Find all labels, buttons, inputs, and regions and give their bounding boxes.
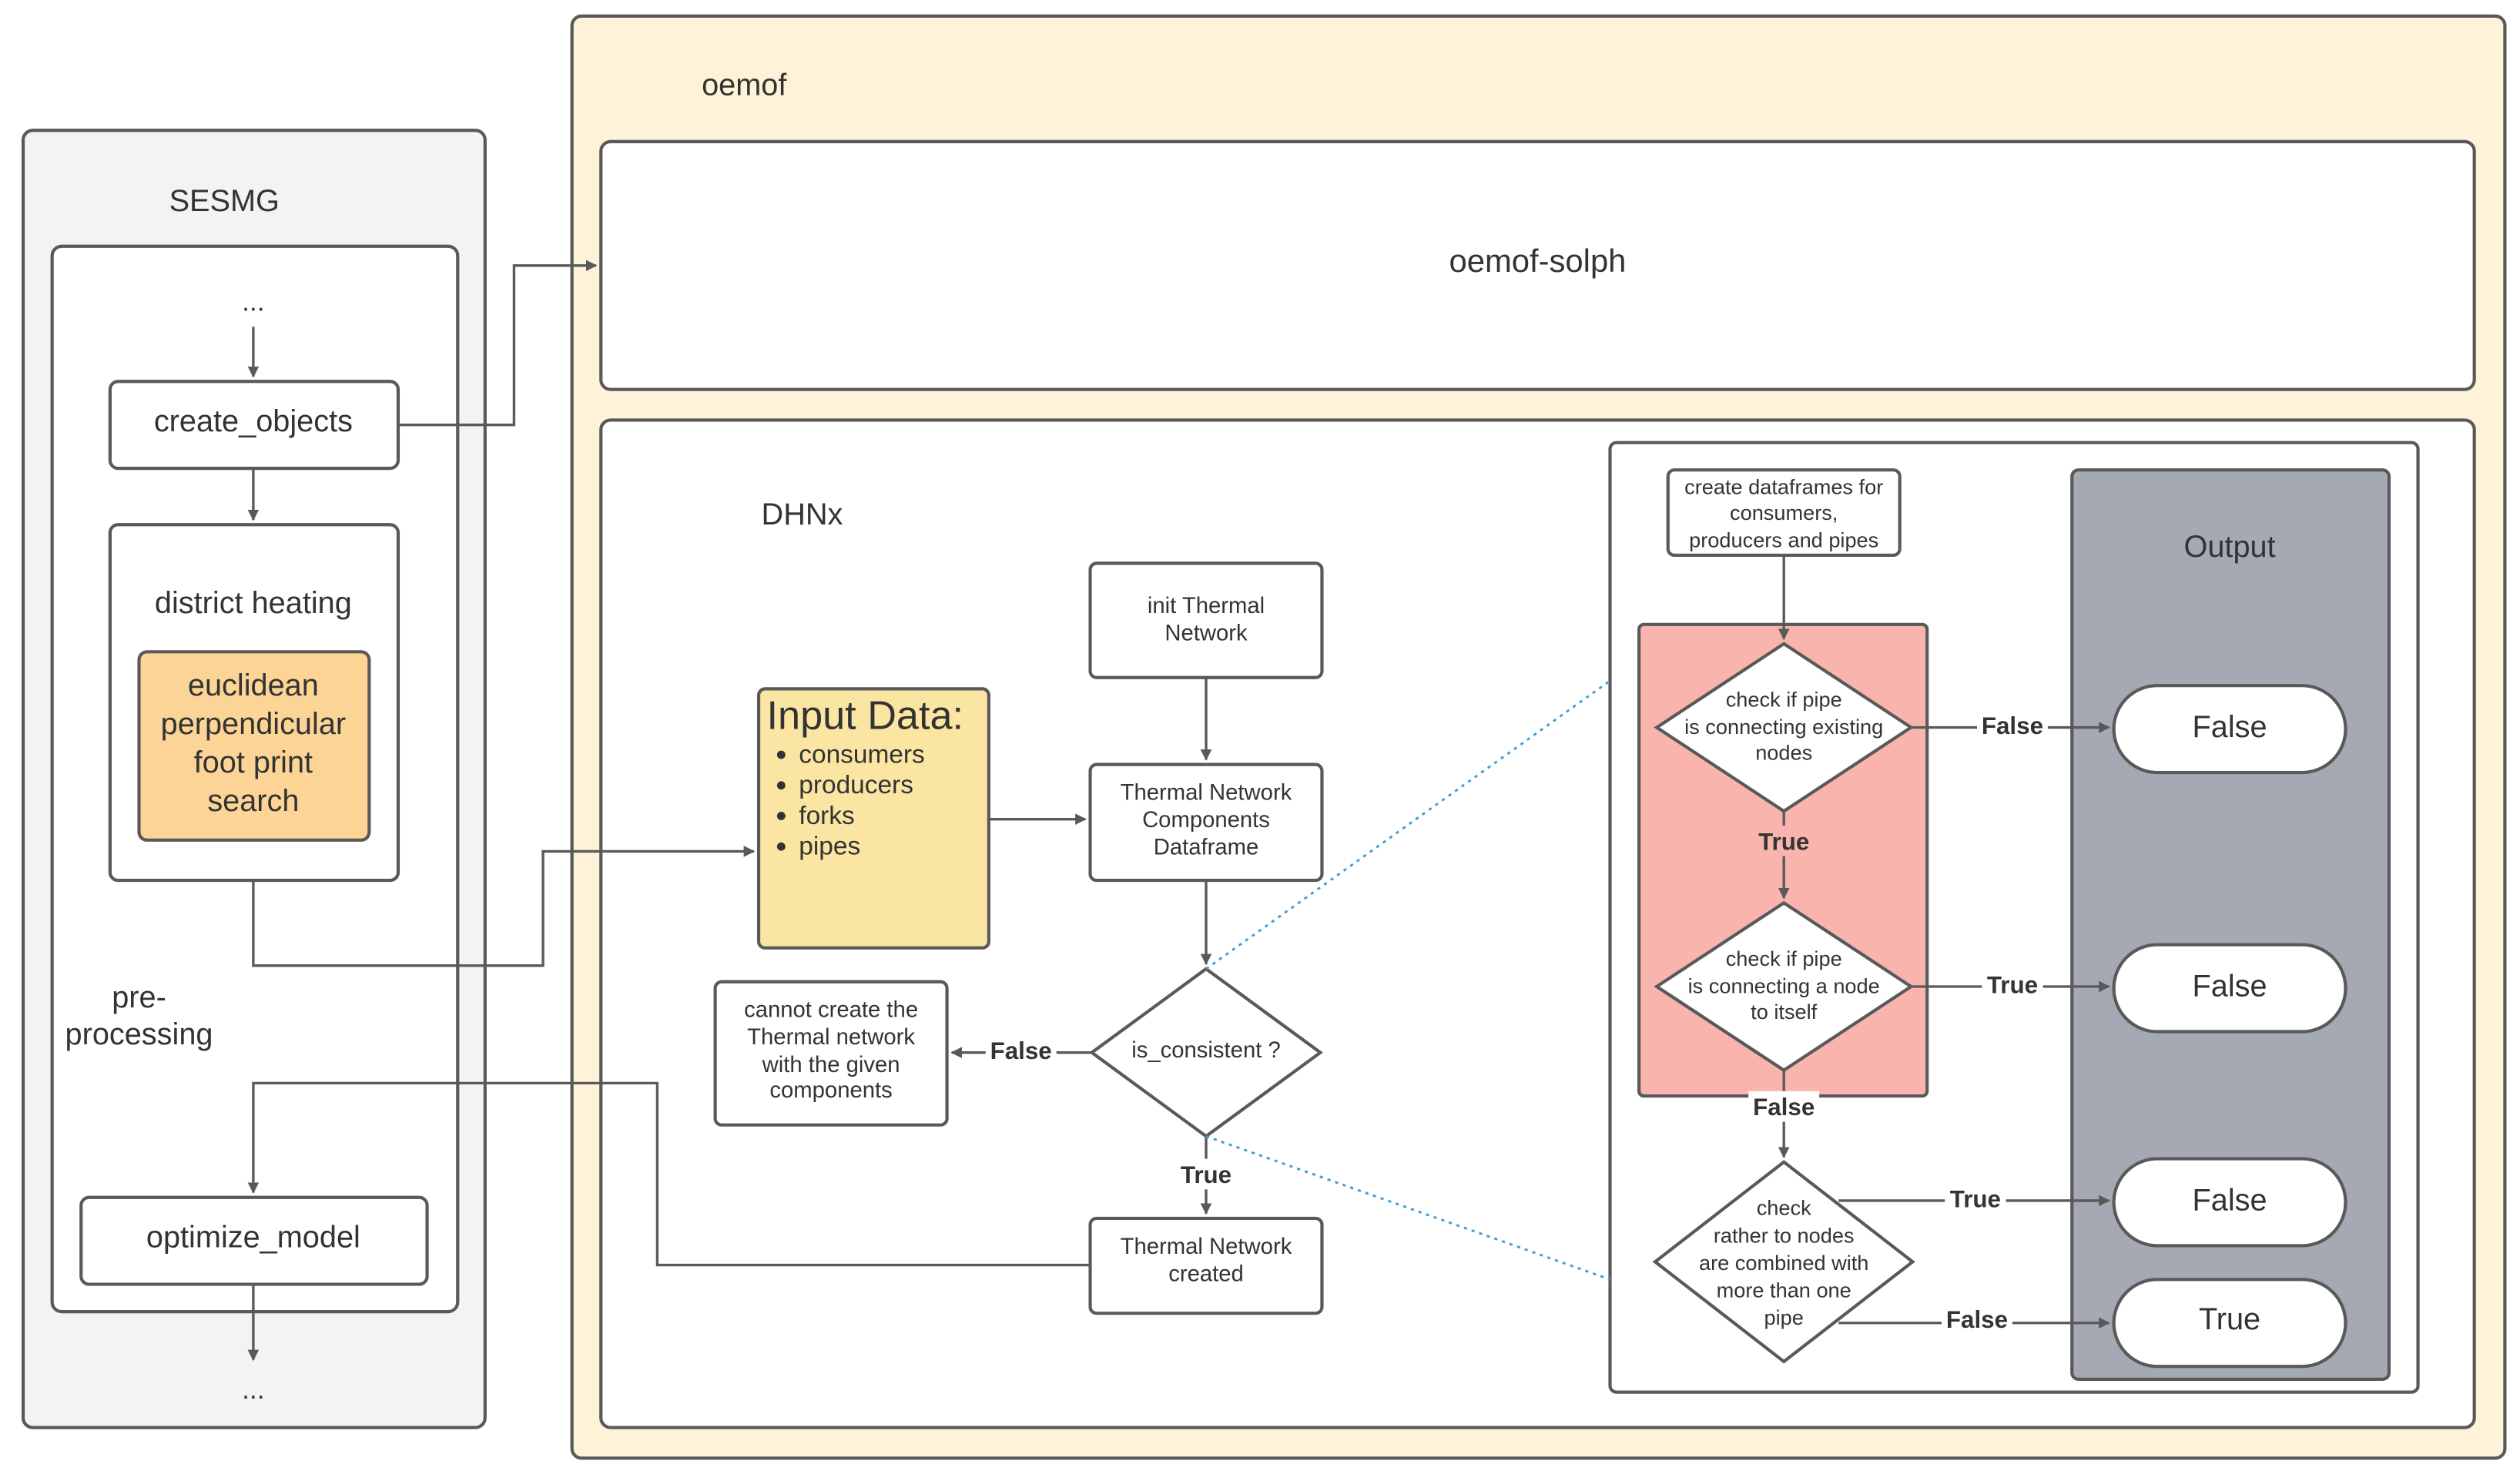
input-item-consumers: consumers [799,741,924,769]
cannot-label-line1: cannot create the [744,998,918,1023]
sesmg-title: SESMG [169,184,280,218]
check-node-to-itself-decision: check if pipe is connecting a node to it… [1654,900,1915,1073]
edge-label-check3-true: True [1950,1185,2001,1212]
is-consistent-label: is_consistent ? [1131,1038,1280,1063]
output-result-2: False [2112,943,2347,1034]
output-result-3: False [2112,1157,2347,1248]
euclidean-line1: euclidean [188,668,319,702]
district-heating-label: district heating [155,586,352,620]
create-objects-label: create_objects [154,404,353,438]
output-result-1-label: False [2193,710,2267,744]
network-created-node: Thermal Network created [1088,1216,1324,1315]
output-result-1: False [2112,684,2347,775]
components-label-line3: Dataframe [1154,836,1259,860]
euclidean-line2: perpendicular [161,707,347,741]
cannot-label-line2: Thermal network [747,1025,915,1050]
check-existing-nodes-decision: check if pipe is connecting existing nod… [1654,642,1915,813]
check2-line1: check if pipe [1726,947,1842,970]
check1-line3: nodes [1755,740,1812,764]
preprocessing-label-line1: pre- [112,980,166,1014]
oemof-solph-box: oemof-solph [599,139,2476,391]
input-item-producers: producers [799,771,913,799]
check1-line1: check if pipe [1726,687,1842,711]
check2-line2: is connecting a node [1688,973,1880,997]
create-df-line3: producers and pipes [1689,528,1878,552]
edge-label-false: False [990,1037,1052,1064]
zoom-guide-top [1205,679,1611,970]
output-result-4-label: True [2199,1302,2260,1336]
components-dataframe-node: Thermal Network Components Dataframe [1088,762,1324,883]
create-df-line2: consumers, [1730,501,1838,524]
zoom-guide-bottom [1205,1134,1611,1281]
init-thermal-network-node: init Thermal Network [1088,561,1324,679]
euclidean-line3: foot print [194,746,313,779]
optimize-model-node: optimize_model [79,1195,429,1286]
edge-label-check1-true: True [1758,828,1809,855]
preprocessing-label-line2: processing [65,1017,213,1051]
edge-label-true: True [1181,1161,1232,1188]
created-label-line1: Thermal Network [1121,1235,1292,1259]
cannot-label-line4: components [769,1078,892,1103]
edge-label-check1-false: False [1982,712,2043,739]
output-title: Output [2183,530,2275,564]
input-item-pipes: pipes [799,833,860,861]
optimize-model-label: optimize_model [146,1221,360,1255]
edge-label-check2-true: True [1987,971,2038,998]
bullet-icon [776,842,786,851]
bullet-icon [776,750,786,759]
created-label-line2: created [1168,1262,1244,1286]
sesmg-dots-top: ... [242,286,265,317]
arrow-create-objects-to-solph [397,260,598,427]
euclidean-line4: search [207,784,299,818]
create-objects-node: create_objects [108,380,400,471]
init-label-line2: Network [1164,622,1248,646]
output-result-3-label: False [2193,1183,2267,1217]
components-label-line2: Components [1142,808,1270,833]
create-dataframes-node: create dataframes for consumers, produce… [1666,468,1902,558]
arrow-district-heating-to-input [252,846,756,967]
output-result-4: True [2112,1278,2347,1369]
input-data-node: Input Data: consumers producers forks pi… [756,687,990,950]
sesmg-dots-bottom: ... [242,1374,265,1405]
check1-line2: is connecting existing [1684,715,1883,739]
cannot-create-node: cannot create the Thermal network with t… [713,980,949,1127]
create-df-line1: create dataframes for [1684,475,1883,499]
oemof-solph-label: oemof-solph [1449,243,1627,279]
components-label-line1: Thermal Network [1121,781,1292,806]
oemof-title: oemof [702,68,787,102]
edge-labels: False True False True True False True Fa… [985,709,2048,1335]
cannot-label-line3: with the given [762,1053,900,1077]
edge-label-check2-false: False [1753,1094,1815,1121]
input-data-title: Input Data: [767,694,964,739]
input-item-forks: forks [799,802,854,830]
check3-line3: are combined with [1699,1251,1868,1275]
init-label-line1: init Thermal [1148,594,1265,618]
edge-label-check3-false: False [1946,1306,2008,1333]
dhnx-title: DHNx [762,498,843,531]
check3-line4: more than one [1717,1278,1851,1302]
check-combined-nodes-decision: check rather to nodes are combined with … [1652,1160,1915,1364]
check3-line5: pipe [1764,1305,1804,1329]
bullet-icon [776,812,786,820]
zoom-guides [1205,679,1611,1281]
check3-line2: rather to nodes [1714,1223,1855,1247]
check2-line3: to itself [1751,1000,1817,1024]
bullet-icon [776,781,786,790]
check3-line1: check [1757,1196,1811,1220]
arrow-created-to-optimize [247,1081,1091,1267]
is-consistent-decision: is_consistent ? [1089,967,1323,1138]
euclidean-search-node: euclidean perpendicular foot print searc… [137,650,371,842]
output-result-2-label: False [2193,970,2267,1004]
